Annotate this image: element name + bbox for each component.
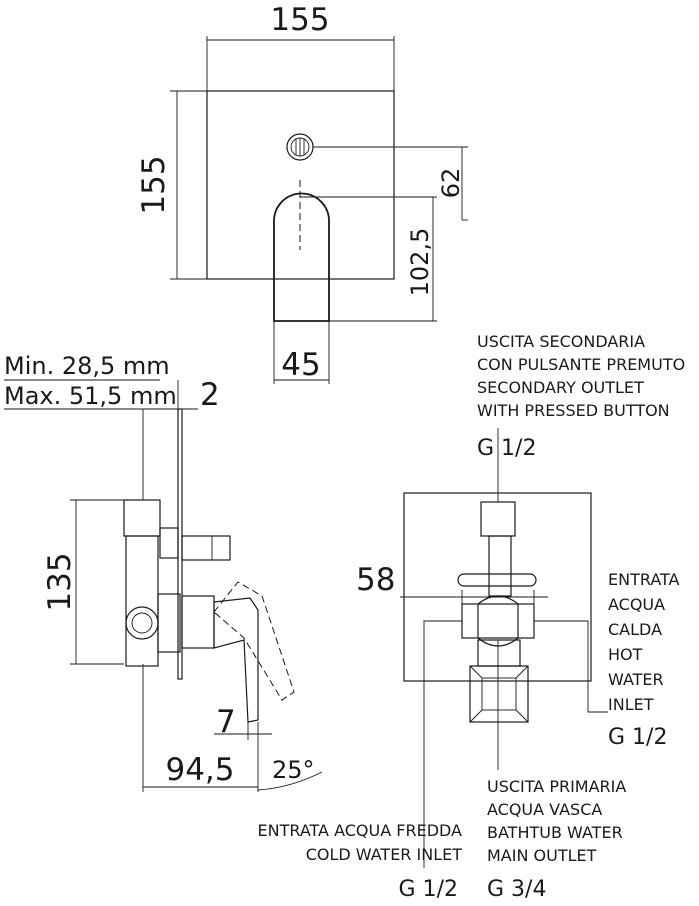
cold-inlet-label: ENTRATA ACQUA FREDDA COLD WATER INLET G …	[258, 821, 463, 902]
hot-inlet-leader	[534, 620, 608, 713]
secondary-outlet-label: USCITA SECONDARIA CON PULSANTE PREMUTO S…	[477, 332, 685, 461]
diverter-stem	[181, 535, 231, 561]
valve-body-rear	[461, 603, 535, 639]
lever-angle-dimension: 25°	[272, 756, 315, 784]
front-plate	[206, 90, 395, 280]
side-view: Min. 28,5 mm Max. 51,5 mm 2 135 7	[4, 352, 323, 792]
cross-bar	[457, 573, 537, 587]
handle-width-dimension: 45	[281, 347, 320, 383]
width-dimension: 155	[270, 2, 329, 38]
min-depth-label: Min. 28,5 mm	[4, 352, 170, 380]
hot-inlet-line6: INLET	[608, 695, 654, 714]
height-dimension: 155	[136, 155, 172, 214]
hot-inlet-thread: G 1/2	[608, 725, 667, 750]
main-outlet-line1: USCITA PRIMARIA	[487, 777, 626, 796]
front-view: 155 155 62 102,5 45	[136, 2, 468, 384]
lever-gap-dimension: 7	[216, 704, 236, 740]
mixer-handle	[273, 192, 330, 322]
valve-body	[125, 535, 159, 667]
rear-view: 58	[356, 428, 608, 868]
hot-inlet-label: ENTRATA ACQUA CALDA HOT WATER INLET G 1/…	[608, 570, 680, 750]
lever-rotated-outline	[213, 581, 295, 701]
lever-profile	[213, 597, 259, 723]
secondary-outlet-line1: USCITA SECONDARIA	[477, 332, 645, 351]
secondary-outlet-fitting	[480, 501, 516, 537]
cartridge-housing	[181, 595, 215, 649]
rear-plate	[403, 492, 592, 682]
secondary-outlet-thread: G 1/2	[477, 436, 536, 461]
main-outlet-thread: G 3/4	[487, 877, 546, 902]
secondary-outlet-line3: SECONDARY OUTLET	[477, 378, 644, 397]
main-outlet-fitting	[477, 639, 521, 667]
body-height-dimension: 135	[42, 552, 78, 611]
center-offset-dimension: 58	[356, 562, 395, 598]
handle-offset-dimension: 102,5	[406, 228, 434, 297]
plate-thickness-dimension: 2	[200, 377, 220, 413]
valve-body-top	[123, 499, 161, 537]
hot-inlet-line4: HOT	[608, 645, 643, 664]
secondary-outlet-line4: WITH PRESSED BUTTON	[477, 401, 670, 420]
cold-inlet-line2: COLD WATER INLET	[306, 845, 463, 864]
main-outlet-label: USCITA PRIMARIA ACQUA VASCA BATHTUB WATE…	[487, 777, 626, 902]
cold-inlet-line1: ENTRATA ACQUA FREDDA	[258, 821, 463, 840]
secondary-outlet-line2: CON PULSANTE PREMUTO	[477, 355, 685, 374]
side-inlet	[125, 606, 159, 640]
main-outlet-line3: BATHTUB WATER	[487, 823, 623, 842]
cold-inlet-thread: G 1/2	[399, 877, 458, 902]
button-offset-dimension: 62	[437, 168, 465, 199]
main-outlet-line4: MAIN OUTLET	[487, 846, 597, 865]
max-depth-label: Max. 51,5 mm	[4, 382, 177, 410]
hot-inlet-line5: WATER	[608, 670, 664, 689]
main-outlet-line2: ACQUA VASCA	[487, 800, 602, 819]
total-depth-dimension: 94,5	[165, 752, 234, 788]
hot-inlet-line1: ENTRATA	[608, 570, 680, 589]
lever-angle-arc	[257, 771, 323, 791]
hot-inlet-line2: ACQUA	[608, 595, 665, 614]
hot-inlet-line3: CALDA	[608, 620, 662, 639]
cold-inlet-leader	[423, 620, 462, 868]
